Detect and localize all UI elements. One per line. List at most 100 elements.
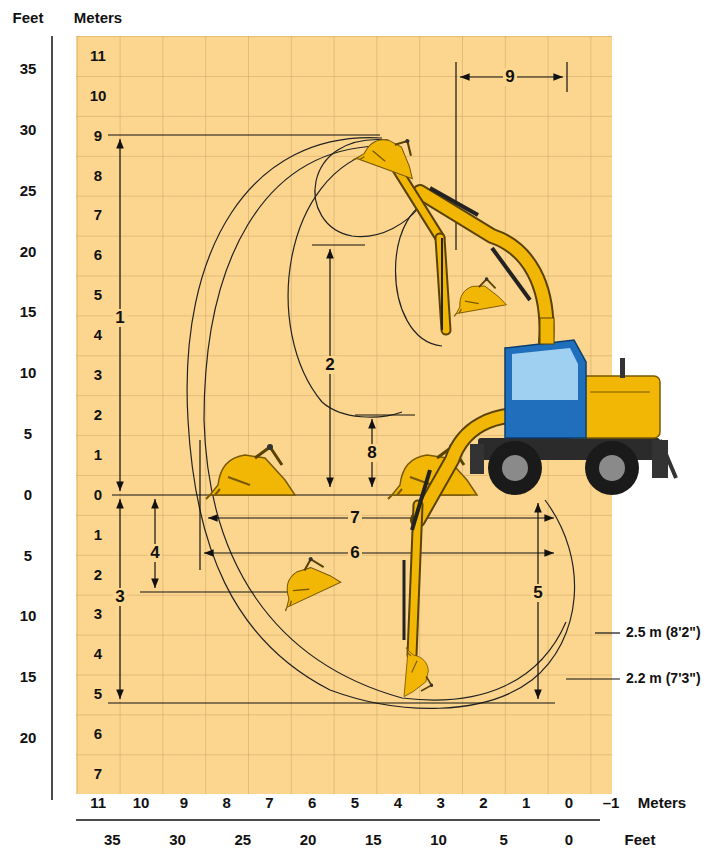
- axis-tick: 6: [92, 247, 104, 264]
- callout-number: 9: [503, 68, 516, 87]
- axis-tick: 5: [22, 426, 34, 443]
- axis-tick: 1: [92, 527, 104, 544]
- wheeled-excavator-part: [620, 358, 625, 378]
- callout-number: 4: [148, 544, 161, 563]
- axis-tick: 7: [92, 207, 104, 224]
- chart-ground: [52, 36, 612, 820]
- axis-tick: 11: [88, 795, 108, 812]
- axis-tick: 35: [102, 832, 123, 849]
- wheeled-excavator-part: [505, 340, 586, 438]
- axis-tick: 9: [178, 795, 190, 812]
- callout-number: 8: [365, 444, 378, 463]
- boom-raised-part: [420, 192, 546, 342]
- boom-raised-part: [441, 238, 443, 330]
- axis-tick: 5: [22, 548, 34, 565]
- axis-tick: 30: [18, 122, 39, 139]
- chart-ground-part: [76, 819, 600, 821]
- axis-tick: 7: [263, 795, 275, 812]
- dimension-lines-part: [566, 678, 620, 679]
- axis-tick: 4: [92, 646, 104, 663]
- axis-tick: 15: [18, 669, 39, 686]
- axis-tick: 0: [563, 832, 575, 849]
- axis-tick: 0: [92, 487, 104, 504]
- reach-envelope-part: [288, 150, 402, 417]
- axis-tick: 3: [92, 606, 104, 623]
- axis-tick: –1: [601, 795, 622, 812]
- axis-tick: 3: [434, 795, 446, 812]
- axis-tick: 5: [498, 832, 510, 849]
- axis-tick: 8: [220, 795, 232, 812]
- dimension-lines-part: [108, 134, 380, 135]
- wheeled-excavator-part: [502, 455, 528, 481]
- wheeled-excavator-part: [512, 348, 578, 400]
- dimension-lines-part: [595, 632, 620, 633]
- axis-tick: 1: [520, 795, 532, 812]
- axis-tick: 25: [18, 183, 39, 200]
- chart-ground-part: [76, 36, 612, 794]
- axis-tick: 10: [18, 365, 39, 382]
- axis-tick: 7: [92, 766, 104, 783]
- axis-tick: 20: [18, 730, 39, 747]
- axis-tick: 0: [22, 487, 34, 504]
- boom-raised: [353, 124, 547, 342]
- dimension-lines-part: [199, 440, 200, 570]
- dimension-label: 2.5 m (8'2"): [624, 625, 703, 640]
- boom-lowered-part: [402, 648, 436, 699]
- axis-tick: 4: [392, 795, 404, 812]
- axis-tick: 10: [88, 88, 109, 105]
- axis-unit: Meters: [72, 10, 124, 27]
- axis-tick: 5: [92, 686, 104, 703]
- boom-raised-part: [440, 238, 446, 330]
- bucket-positions-part: [269, 550, 342, 611]
- wheeled-excavator-part: [488, 441, 542, 495]
- axis-tick: 15: [18, 304, 39, 321]
- dimension-lines-part: [208, 517, 554, 518]
- axis-tick: 9: [92, 128, 104, 145]
- wheeled-excavator-part: [540, 318, 554, 344]
- axis-tick: 11: [88, 48, 108, 65]
- axis-tick: 15: [363, 832, 384, 849]
- dimension-lines-part: [140, 591, 300, 592]
- axis-tick: 6: [306, 795, 318, 812]
- dimension-lines-part: [108, 702, 555, 703]
- callout-number: 7: [348, 509, 361, 528]
- axis-tick: 5: [349, 795, 361, 812]
- boom-lowered-part: [412, 470, 430, 530]
- boom-raised-part: [448, 275, 506, 317]
- wheeled-excavator-part: [660, 440, 676, 478]
- axis-tick: 2: [92, 407, 104, 424]
- dimension-lines-part: [566, 62, 567, 92]
- callout-number: 5: [531, 584, 544, 603]
- axis-unit: Feet: [623, 832, 658, 849]
- bucket-positions-part: [206, 444, 295, 499]
- bucket-positions: [206, 444, 477, 611]
- axis-tick: 4: [92, 327, 104, 344]
- axis-tick: 35: [18, 61, 39, 78]
- wheeled-excavator-part: [599, 455, 625, 481]
- wheeled-excavator-part: [585, 441, 639, 495]
- axis-tick: 2: [92, 567, 104, 584]
- boom-lowered: [402, 415, 540, 699]
- dimension-label: 2.2 m (7'3"): [624, 671, 703, 686]
- callout-number: 6: [348, 544, 361, 563]
- wheeled-excavator-part: [470, 444, 484, 474]
- dimension-lines-part: [355, 414, 415, 415]
- chart-ground-part: [76, 36, 612, 794]
- boom-raised-part: [492, 248, 530, 300]
- axis-tick: 30: [167, 832, 188, 849]
- callout-number: 3: [113, 588, 126, 607]
- dimension-lines-part: [204, 552, 554, 553]
- axis-tick: 10: [131, 795, 152, 812]
- chart-ground-part: [51, 36, 53, 800]
- wheeled-excavator-part: [652, 440, 668, 478]
- axis-tick: 20: [298, 832, 319, 849]
- axis-tick: 10: [428, 832, 449, 849]
- axis-tick: 1: [92, 447, 104, 464]
- axis-tick: 2: [477, 795, 489, 812]
- axis-tick: 10: [18, 608, 39, 625]
- callout-number: 1: [113, 309, 126, 328]
- axis-tick: 5: [92, 287, 104, 304]
